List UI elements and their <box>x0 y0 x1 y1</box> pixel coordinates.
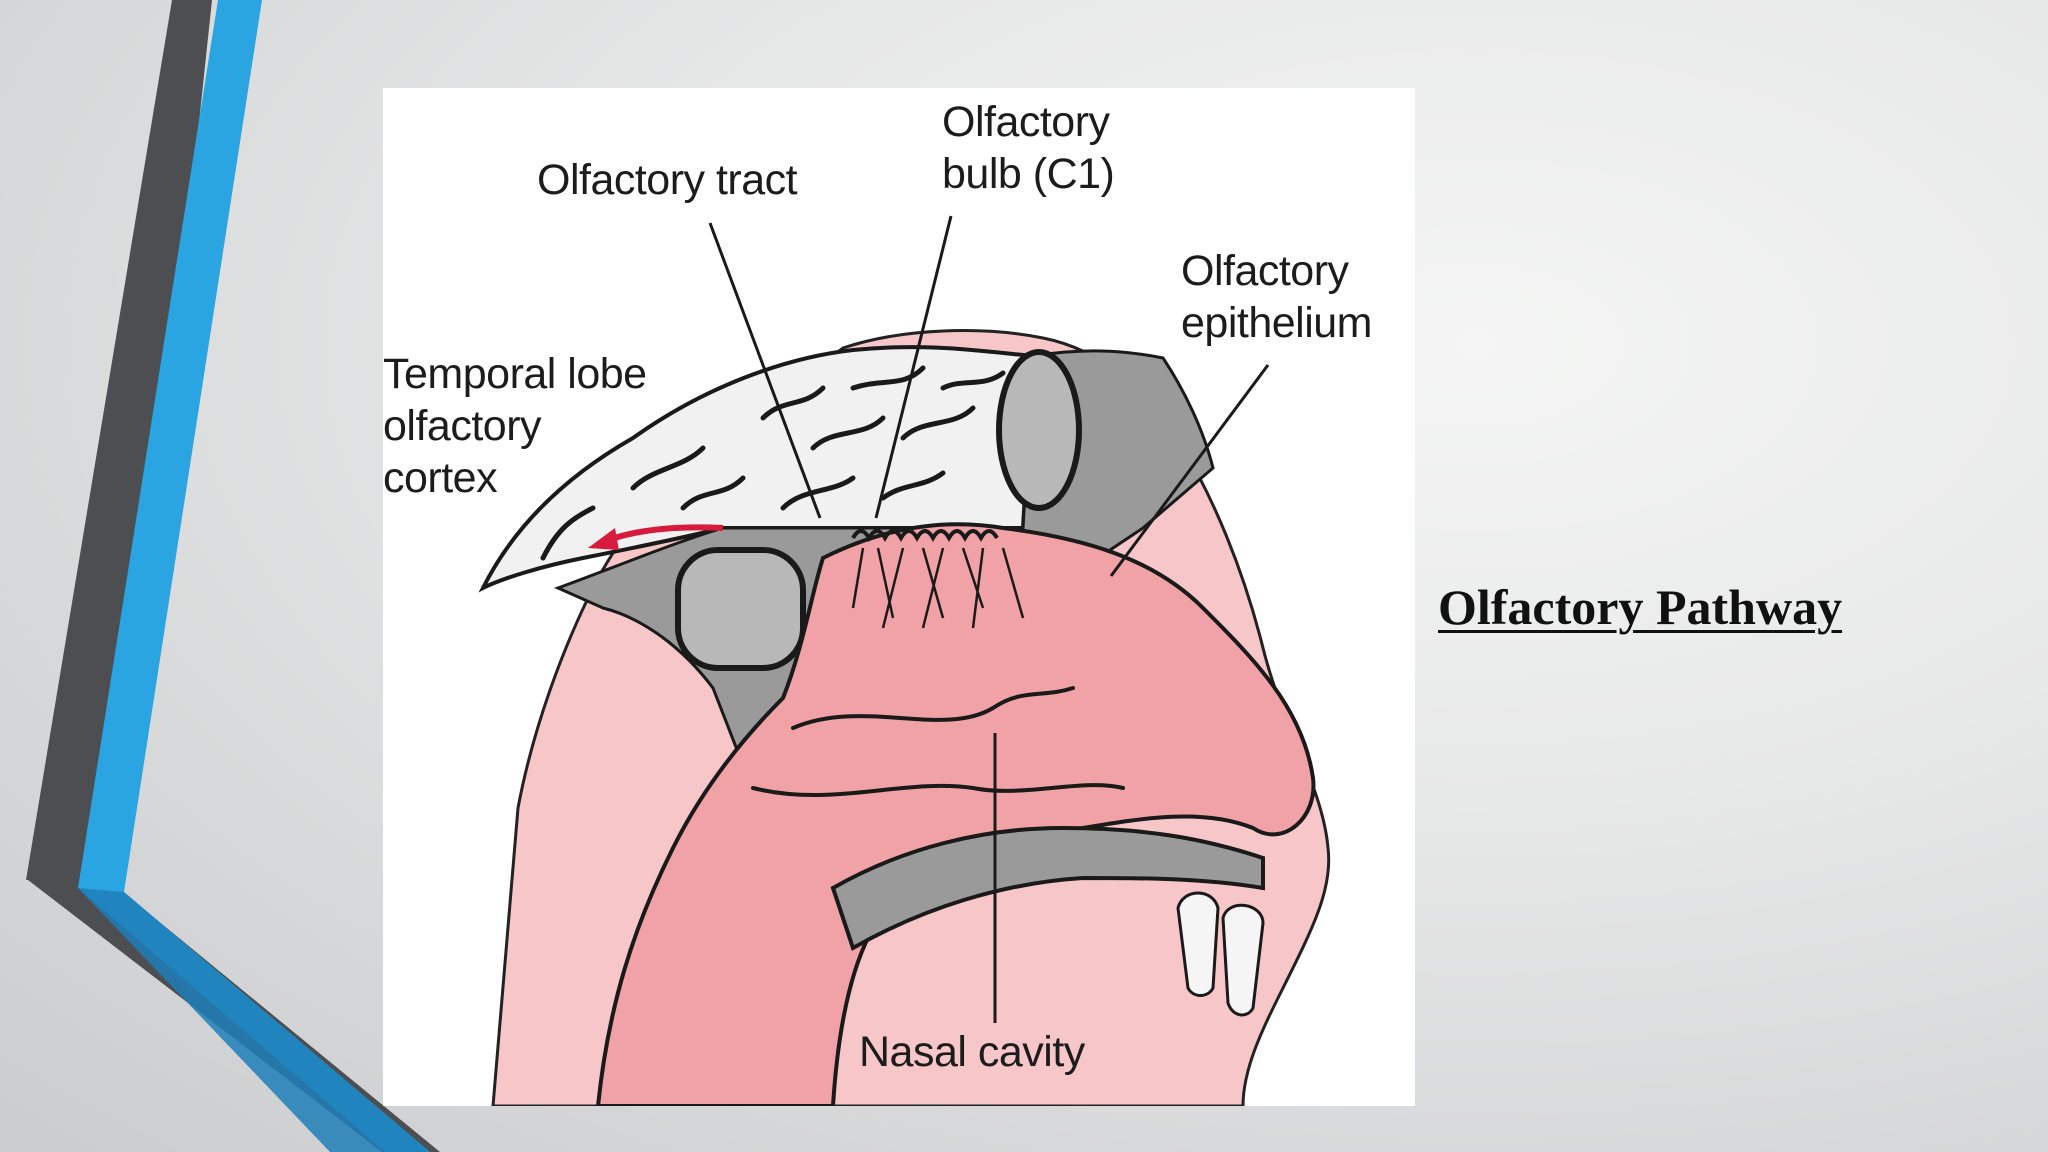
blue-stripe <box>78 0 430 1152</box>
leader-olfactory-epithelium <box>1109 364 1270 577</box>
label-temporal-lobe: Temporal lobe olfactory cortex <box>383 350 647 502</box>
label-nasal-cavity: Nasal cavity <box>859 1028 1085 1076</box>
pathway-arrowhead <box>588 528 619 550</box>
leader-olfactory-tract <box>708 222 822 519</box>
hard-palate <box>830 825 1265 951</box>
dark-stripe <box>26 0 440 1152</box>
sphenoid-sinus <box>675 547 806 671</box>
label-olfactory-epithelium: Olfactory epithelium <box>1181 247 1373 347</box>
blue-dark-wedge <box>78 888 430 1152</box>
pathway-arrow <box>607 524 724 543</box>
label-olfactory-bulb: Olfactory bulb (C1) <box>942 98 1115 198</box>
leader-olfactory-bulb <box>874 215 953 519</box>
teeth <box>1176 891 1265 1017</box>
turbinate-lines <box>751 686 1125 798</box>
brain-sulci <box>540 365 1006 561</box>
slide-title: Olfactory Pathway <box>1438 579 1843 635</box>
cribriform-plate <box>851 529 999 543</box>
olfactory-fibers <box>851 547 1025 629</box>
label-olfactory-tract: Olfactory tract <box>537 156 798 204</box>
anatomy-illustration <box>478 215 1331 1106</box>
frontal-sinus <box>996 349 1082 511</box>
olfactory-diagram: Olfactory tract Olfactory bulb (C1) Olfa… <box>383 88 1415 1106</box>
